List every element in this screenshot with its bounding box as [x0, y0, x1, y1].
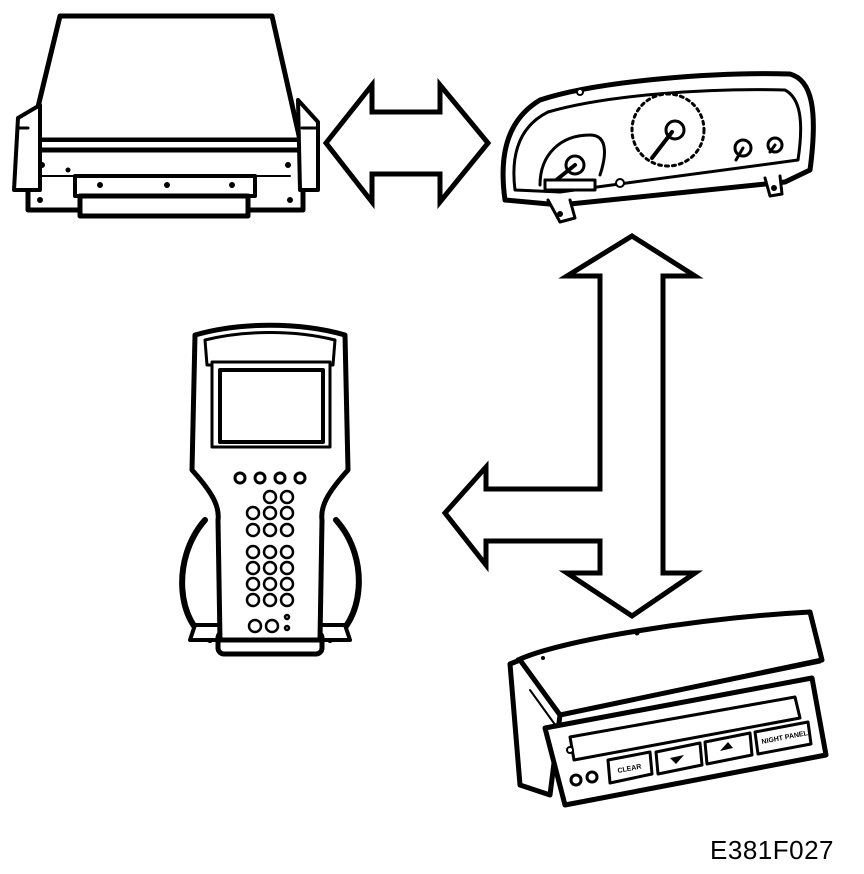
- control-module-icon: [12, 13, 320, 219]
- double-arrow-vertical-icon: [441, 233, 704, 620]
- figure-reference-code: E381F027: [710, 835, 834, 865]
- instrument-cluster-icon: [500, 71, 816, 224]
- clear-button-label: CLEAR: [617, 763, 642, 774]
- handheld-scan-tool-icon: [179, 322, 362, 657]
- double-arrow-horizontal-icon: [322, 77, 492, 210]
- info-display-unit-icon: CLEAR NIGHT PANEL: [507, 609, 829, 808]
